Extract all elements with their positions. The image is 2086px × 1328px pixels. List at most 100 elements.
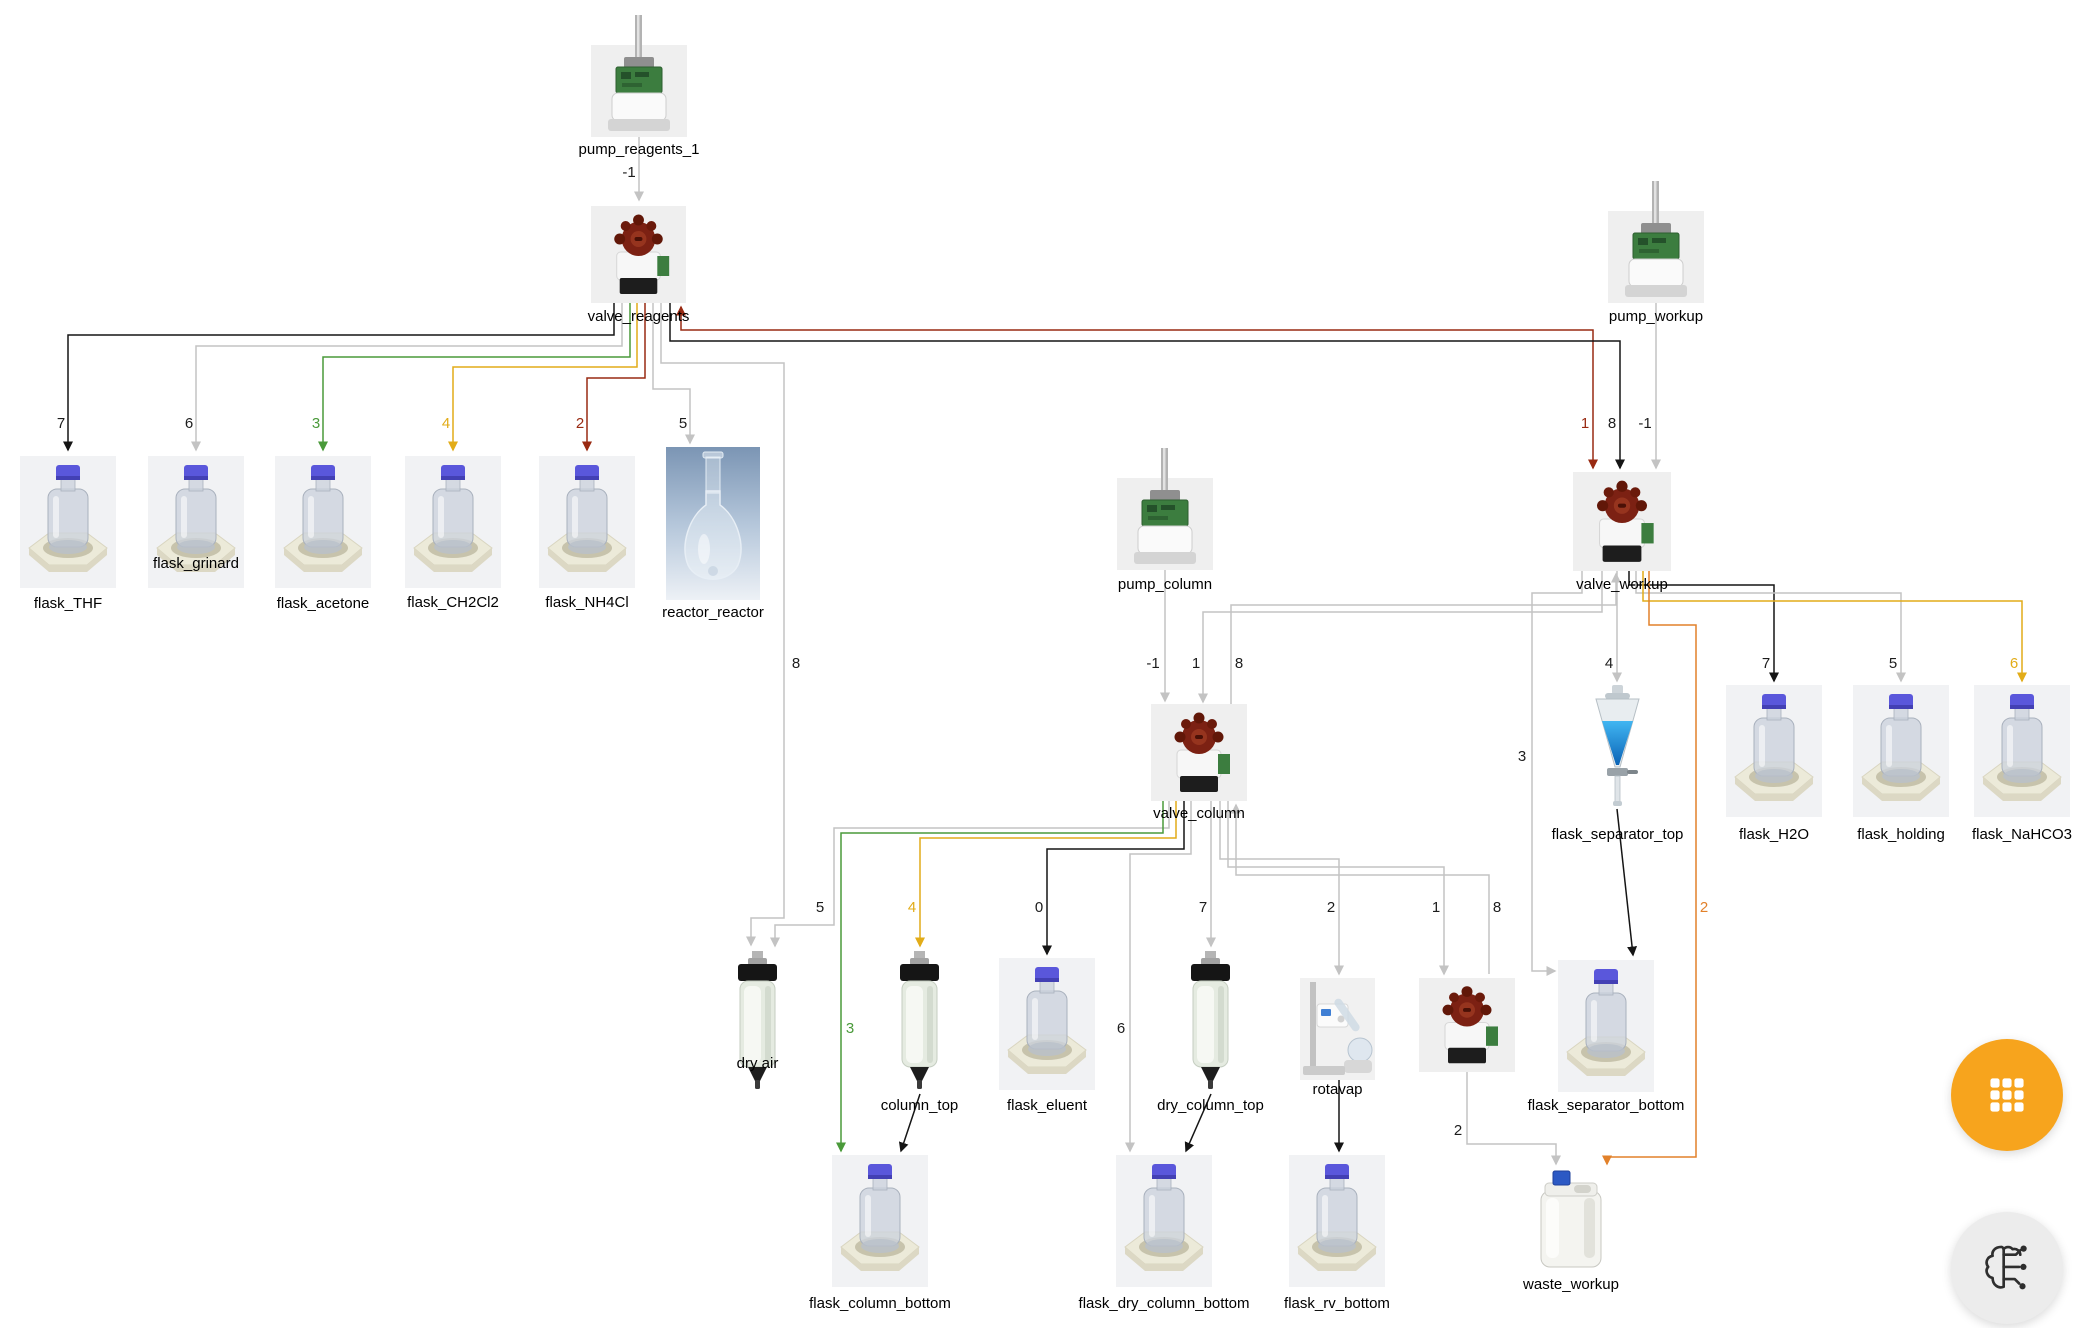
edge-port-label: 3 [1518,748,1526,765]
waste-canister-icon [1540,1170,1602,1268]
node-flask_H2O[interactable] [1726,685,1822,817]
edge-line [770,801,1170,948]
edge-line [1231,803,1490,974]
edge-line [448,303,638,452]
edge-port-label: 4 [1605,655,1613,672]
node-flask_column_bottom[interactable] [832,1155,928,1287]
node-label-flask_dry_column_bottom: flask_dry_column_bottom [1078,1295,1250,1312]
node-label-valve_workup: valve_workup [1576,576,1668,593]
node-label-dry_air: dry air [736,1055,779,1072]
node-pump_column[interactable] [1117,448,1213,570]
edge-line [1602,571,1697,1166]
node-dry_air[interactable] [731,951,784,1091]
node-flask_acetone[interactable] [275,456,371,588]
pump-icon [591,15,687,137]
apps-grid-button[interactable] [1951,1039,2063,1151]
node-pump_workup[interactable] [1608,181,1704,303]
flask-icon [999,958,1095,1090]
edge-port-label: 2 [1327,899,1335,916]
node-pump_reagents_1[interactable] [591,15,687,137]
valve-icon [1151,704,1247,801]
edge-line [915,801,1177,948]
node-label-flask_CH2Cl2: flask_CH2Cl2 [407,594,499,611]
node-flask_NaHCO3[interactable] [1974,685,2070,817]
edge-line [1219,801,1344,976]
edge-line [191,303,623,452]
edge-line [1531,571,1583,976]
node-reactor_reactor[interactable] [666,447,760,600]
edge-port-label: 4 [442,415,450,432]
flask-icon [539,456,635,588]
column-cartridge-icon [900,951,939,1089]
column-cartridge-icon [738,951,777,1089]
valve-icon [591,206,686,303]
edge-port-label: 3 [312,415,320,432]
edge-line [1616,808,1638,957]
separatory-funnel-icon [1595,685,1640,806]
edge-port-label: 8 [1235,655,1243,672]
node-label-flask_column_bottom: flask_column_bottom [809,1295,951,1312]
node-flask_eluent[interactable] [999,958,1095,1090]
node-flask_separator_bottom[interactable] [1558,960,1654,1092]
node-flask_NH4Cl[interactable] [539,456,635,588]
node-label-flask_acetone: flask_acetone [276,595,370,612]
node-flask_holding[interactable] [1853,685,1949,817]
node-label-flask_eluent: flask_eluent [1006,1097,1088,1114]
node-flask_separator_top[interactable] [1582,685,1653,809]
flask-icon [832,1155,928,1287]
node-label-reactor_reactor: reactor_reactor [662,604,764,621]
edge-port-label: 7 [57,415,65,432]
node-label-flask_separator_top: flask_separator_top [1551,826,1684,843]
node-flask_CH2Cl2[interactable] [405,456,501,588]
node-column_top[interactable] [893,951,946,1091]
flask-icon [1116,1155,1212,1287]
node-valve_reagents[interactable] [591,206,686,303]
edge-port-label: 2 [1700,899,1708,916]
node-dry_column_top[interactable] [1184,951,1237,1091]
node-label-flask_separator_bottom: flask_separator_bottom [1527,1097,1685,1114]
flask-icon [20,456,116,588]
node-valve_unlabeled[interactable] [1419,978,1515,1072]
node-label-flask_rv_bottom: flask_rv_bottom [1284,1295,1390,1312]
node-flask_THF[interactable] [20,456,116,588]
edge-port-label: -1 [1638,415,1651,432]
node-valve_column[interactable] [1151,704,1247,801]
node-valve_workup[interactable] [1573,472,1671,571]
edge-port-label: 6 [2010,655,2018,672]
edge-line [669,303,1625,470]
flask-icon [1726,685,1822,817]
edge-port-label: 3 [846,1020,854,1037]
node-label-pump_workup: pump_workup [1608,308,1704,325]
edge-line [898,1093,921,1153]
brain-button[interactable] [1951,1212,2063,1324]
flask-icon [275,456,371,588]
edge-line [63,303,615,452]
edge-line [676,305,1598,470]
node-waste_workup[interactable] [1538,1168,1604,1270]
node-rotavap[interactable] [1300,978,1375,1080]
edge-port-label: 8 [1608,415,1616,432]
edge-port-label: 7 [1762,655,1770,672]
pump-icon [1117,448,1213,570]
edge-line [1466,1072,1561,1166]
node-label-column_top: column_top [880,1097,959,1114]
valve-icon [1419,978,1515,1072]
edge-port-label: 0 [1035,899,1043,916]
node-flask_rv_bottom[interactable] [1289,1155,1385,1287]
edge-line [1042,801,1185,956]
node-flask_dry_column_bottom[interactable] [1116,1155,1212,1287]
node-label-flask_H2O: flask_H2O [1738,826,1810,843]
edge-line [318,303,631,452]
edge-port-label: 5 [679,415,687,432]
edge-line [1125,801,1192,1153]
edge-port-label: 2 [1454,1122,1462,1139]
node-flask_grinard[interactable] [148,456,244,588]
edge-port-label: 8 [792,655,800,672]
edge-line [1184,1093,1212,1153]
grid-icon [1990,1078,2024,1112]
flask-icon [405,456,501,588]
node-label-pump_column: pump_column [1117,576,1213,593]
edge-port-label: 8 [1493,899,1501,916]
edge-line [1230,572,1621,704]
